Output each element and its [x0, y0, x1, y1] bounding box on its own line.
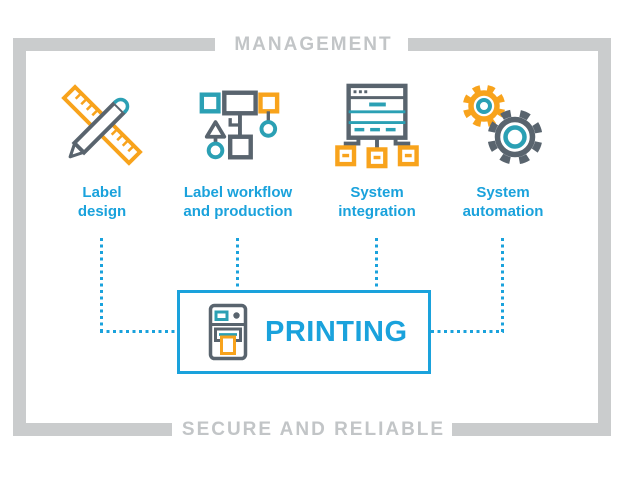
gears-icon [428, 80, 578, 170]
connector-left-horizontal [100, 330, 177, 333]
column-system-automation: System automation [428, 80, 578, 221]
frame-bottom-right-bar [452, 423, 611, 436]
label-workflow-text: Label workflow and production [163, 183, 313, 221]
connector-system-automation [501, 238, 504, 333]
frame-left-edge [13, 38, 26, 436]
column-label-workflow: Label workflow and production [163, 80, 313, 221]
connector-label-design [100, 238, 103, 333]
label-workflow-line1: Label workflow [183, 184, 293, 201]
system-automation-text: System automation [428, 183, 578, 221]
system-automation-line2: automation [462, 203, 544, 220]
frame-right-edge [598, 38, 611, 436]
server-window-icon [302, 80, 452, 170]
frame-top-left-bar [13, 38, 215, 51]
ruler-pencil-icon [27, 80, 177, 170]
column-system-integration: System integration [302, 80, 452, 221]
system-integration-text: System integration [302, 183, 452, 221]
column-label-design: Label design [27, 80, 177, 221]
secure-and-reliable-label: SECURE AND RELIABLE [181, 419, 446, 440]
frame-bottom-left-bar [13, 423, 172, 436]
label-design-line2: design [77, 203, 127, 220]
system-automation-line1: System [476, 184, 530, 201]
printing-label: PRINTING [265, 315, 408, 348]
flowchart-icon [163, 80, 313, 170]
label-design-text: Label design [27, 183, 177, 221]
frame-top-right-bar [408, 38, 611, 51]
connector-label-workflow [236, 238, 239, 290]
label-design-line1: Label [82, 184, 122, 201]
system-integration-line1: System [350, 184, 404, 201]
label-printer-icon [208, 303, 248, 361]
system-integration-line2: integration [338, 203, 416, 220]
label-workflow-line2: and production [183, 203, 293, 220]
connector-system-integration [375, 238, 378, 290]
connector-right-horizontal [431, 330, 504, 333]
management-label: MANAGEMENT [234, 34, 393, 55]
printing-box: PRINTING [177, 290, 431, 374]
